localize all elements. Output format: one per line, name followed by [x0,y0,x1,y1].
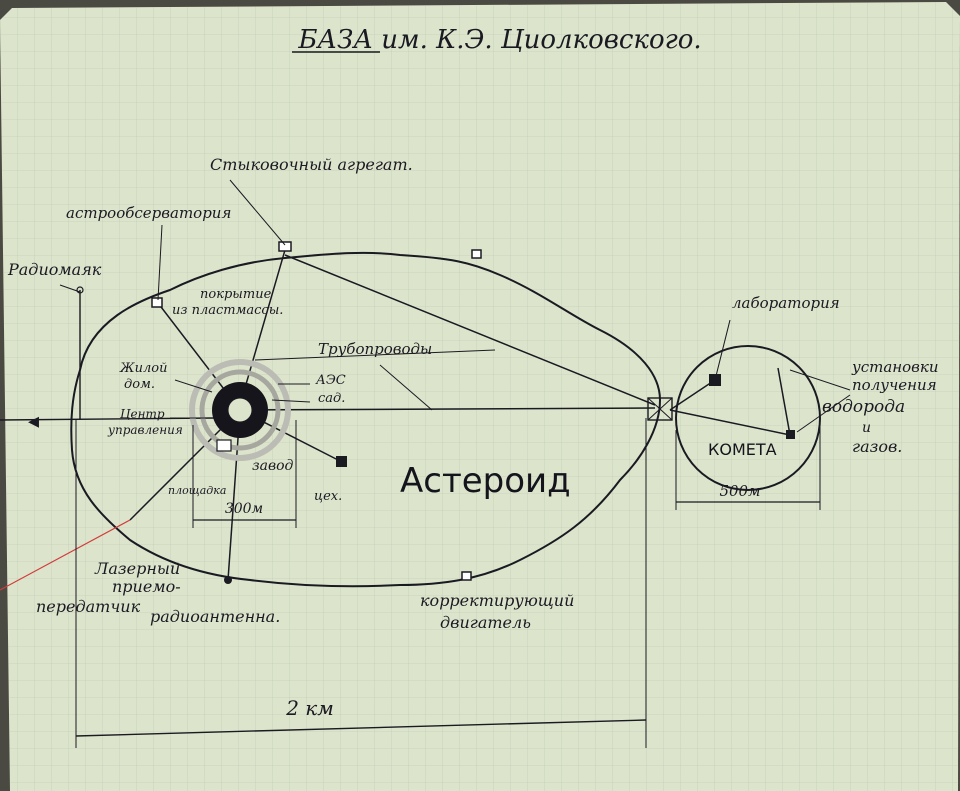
label-beacon: Радиомаяк [7,260,102,279]
leader-garden [271,399,311,403]
comet-pipe [669,409,791,436]
hub-center [227,397,253,423]
label-control-2: управления [107,423,183,437]
label-laser-3: передатчик [36,597,141,616]
radio-antenna-icon [224,576,232,584]
top-module-icon [471,249,482,259]
label-laser-1: Лазерный [94,559,180,578]
label-pipelines: Трубопроводы [318,340,432,358]
label-housing-2: дом. [124,377,155,392]
dim-total-line [75,719,647,737]
pipe-docking-comet [284,254,656,406]
dim-core-label: 300м [225,501,263,517]
laser-beam [0,519,131,591]
leader-hydrogen-1 [789,369,851,391]
label-comet: КОМЕТА [708,440,777,459]
hydrogen-module-icon [786,430,795,439]
label-hydrogen-2: получения [852,376,937,394]
engine-module-icon [461,571,472,581]
diagram-title: БАЗА им. К.Э. Циолковского. [297,25,701,55]
workshop-module-icon [336,456,347,467]
label-platform: площадка [168,484,226,497]
docking-module-icon [278,241,292,252]
dim-total-label: 2 км [285,696,334,720]
pipe-to-docking [239,249,286,406]
leader-pipes-1 [254,349,496,361]
label-control-1: Центр [120,407,165,421]
leader-laboratory [715,319,731,377]
asteroid-outline [70,251,662,588]
leader-housing [174,379,213,393]
platform-module-icon [216,439,232,452]
laboratory-module-icon [709,374,721,386]
observatory-module-icon [151,297,163,308]
label-radio-antenna: радиоантенна. [150,607,280,626]
leader-observatory [157,224,163,301]
pipe-to-radio-antenna [227,409,241,581]
label-engine-1: корректирующий [420,591,574,610]
comet-pipe-lab [669,379,716,411]
leader-beacon [59,284,81,293]
label-plant: завод [252,458,294,474]
label-engine-2: двигатель [440,613,531,632]
beacon-icon [76,286,84,294]
axis-arrow-icon: ◂ [28,409,39,434]
main-pipe [239,407,656,411]
hub-halo-inner [199,369,281,451]
dim-comet-label: 500м [719,482,760,500]
label-garden: сад. [318,391,345,406]
hub-halo-outer [189,359,291,461]
comet-pipe-2 [777,367,791,436]
label-npp: АЭС [315,373,346,388]
label-docking: Стыковочный агрегат. [210,155,413,174]
label-hydrogen-3: водорода [822,397,905,417]
label-hydrogen-5: газов. [852,437,902,456]
docking-connector-cross-2 [647,397,673,421]
label-hydrogen-1: установки [851,358,939,376]
label-asteroid: Астероид [400,461,571,501]
label-laboratory: лаборатория [732,294,840,312]
label-laser-2: приемо- [112,577,181,596]
label-housing-1: Жилой [119,361,167,376]
leader-pipes-2 [379,364,433,411]
label-observatory: астрообсерватория [66,204,231,222]
leader-hydrogen-2 [796,394,851,433]
leader-docking [229,179,286,246]
label-coating-2: из пластмассы. [172,303,283,318]
label-workshop: цех. [314,489,342,504]
docking-connector [647,397,673,421]
label-coating-1: покрытие [200,287,272,302]
label-hydrogen-4: и [862,420,871,436]
